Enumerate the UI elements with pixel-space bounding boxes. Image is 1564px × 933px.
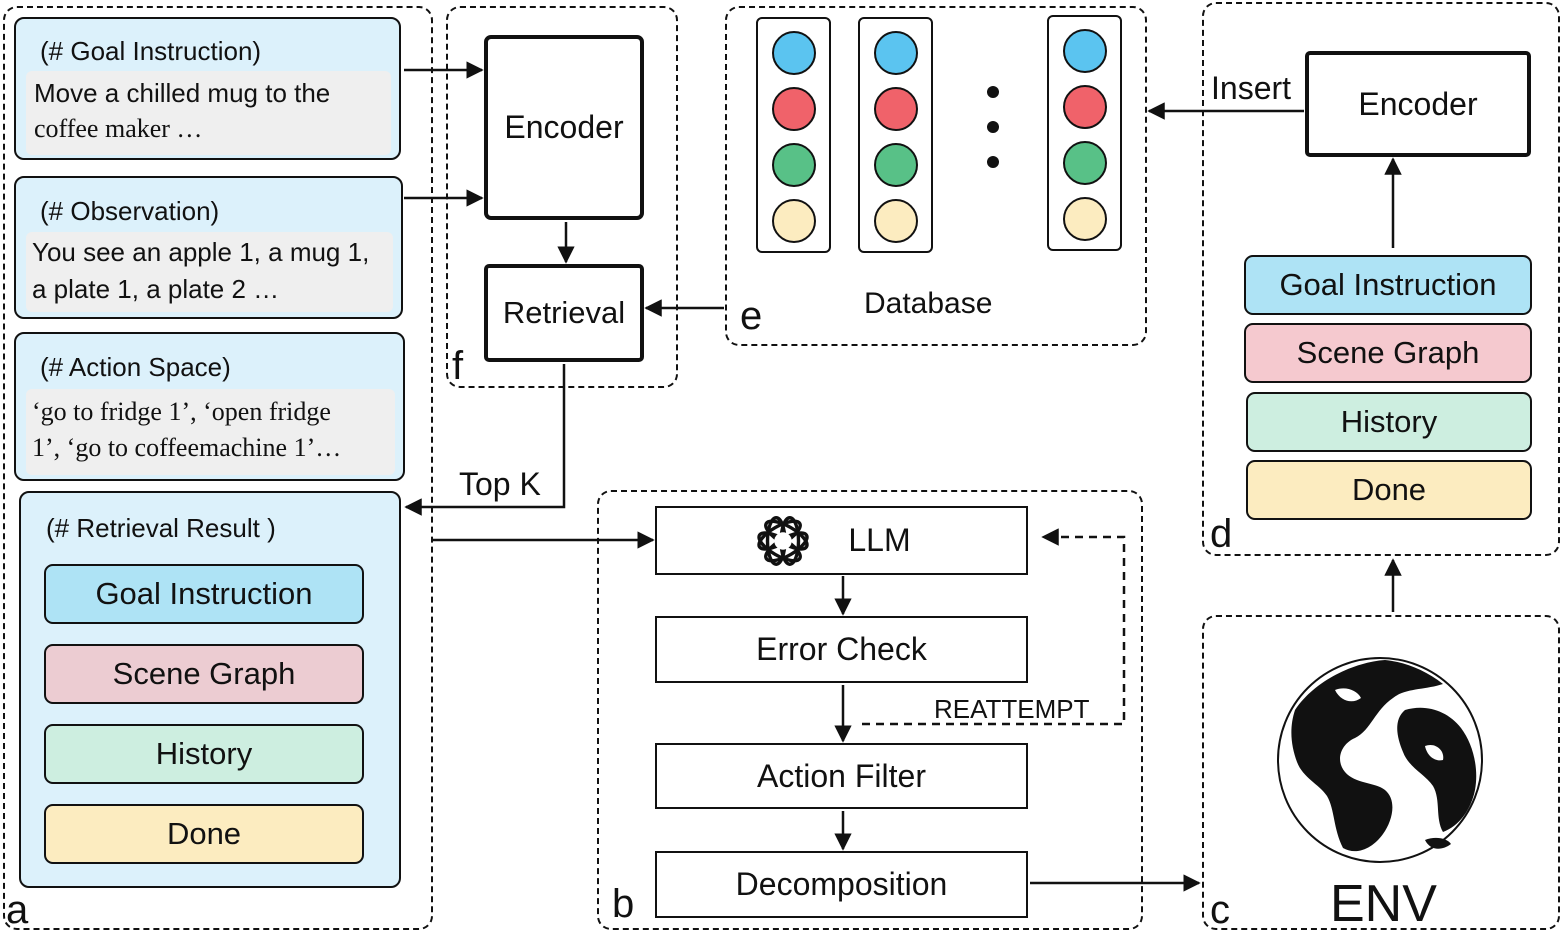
goal-text-line1: Move a chilled mug to the: [34, 78, 331, 108]
panel-f-label: f: [452, 344, 464, 388]
database-column-2: [858, 17, 933, 253]
panel-c-label: c: [1210, 888, 1230, 932]
database-dot: [772, 199, 816, 243]
database-dot: [772, 31, 816, 75]
decomposition-box: Decomposition: [655, 851, 1028, 918]
ellipsis-dot: [987, 121, 999, 133]
encoder-d-box: Encoder: [1305, 51, 1531, 157]
ellipsis-dot: [987, 86, 999, 98]
env-label: ENV: [1330, 875, 1437, 933]
panel-b-label: b: [612, 882, 635, 926]
panel-b: [597, 490, 1143, 930]
retrieval-goal-instruction: Goal Instruction: [44, 564, 364, 624]
action-space-card: (# Action Space) ‘go to fridge 1’, ‘open…: [14, 332, 405, 481]
database-dot: [772, 87, 816, 131]
retrieval-scene-graph: Scene Graph: [44, 644, 364, 704]
database-dot: [1063, 197, 1107, 241]
database-label: Database: [864, 287, 993, 320]
observation-text: You see an apple 1, a mug 1, a plate 1, …: [26, 232, 393, 312]
goal-instruction-card: (# Goal Instruction) Move a chilled mug …: [14, 17, 401, 160]
globe-icon: [1277, 657, 1483, 863]
retrieval-box: Retrieval: [484, 264, 644, 362]
database-dot: [1063, 29, 1107, 73]
database-column-1: [756, 17, 831, 253]
observation-line2: a plate 1, a plate 2 …: [32, 274, 280, 304]
goal-text-line2: coffee maker …: [34, 114, 203, 143]
database-dot: [874, 143, 918, 187]
retrieval-history: History: [44, 724, 364, 784]
memory-scene-graph: Scene Graph: [1244, 323, 1532, 383]
panel-c: [1202, 615, 1560, 930]
database-dot: [874, 199, 918, 243]
panel-e: [725, 6, 1147, 346]
observation-header: (# Observation): [40, 196, 220, 226]
action-space-header: (# Action Space): [40, 352, 231, 382]
database-dot: [874, 87, 918, 131]
database-dot: [772, 143, 816, 187]
goal-instruction-text: Move a chilled mug to the coffee maker …: [26, 71, 391, 155]
memory-done: Done: [1246, 460, 1532, 520]
action-filter-box: Action Filter: [655, 743, 1028, 809]
retrieval-done: Done: [44, 804, 364, 864]
panel-d-label: d: [1210, 512, 1233, 556]
reattempt-label: REATTEMPT: [934, 694, 1090, 724]
goal-instruction-header: (# Goal Instruction): [40, 36, 262, 66]
panel-d: [1202, 2, 1560, 556]
memory-history: History: [1246, 392, 1532, 452]
panel-a: [3, 6, 433, 930]
llm-label: LLM: [848, 522, 911, 558]
database-dot: [1063, 85, 1107, 129]
retrieval-result-header: (# Retrieval Result ): [46, 513, 276, 543]
error-check-box: Error Check: [655, 616, 1028, 683]
retrieval-result-card: (# Retrieval Result ) Goal Instruction S…: [19, 491, 401, 888]
action-space-line1: ‘go to fridge 1’, ‘open fridge: [32, 397, 331, 426]
llm-box: LLM: [655, 506, 1028, 575]
panel-a-label: a: [6, 888, 29, 932]
openai-logo-icon: [757, 515, 810, 566]
database-column-n: [1047, 15, 1122, 251]
observation-line1: You see an apple 1, a mug 1,: [32, 237, 370, 267]
insert-label: Insert: [1211, 70, 1292, 106]
database-dot: [874, 31, 918, 75]
memory-goal-instruction: Goal Instruction: [1244, 255, 1532, 315]
encoder-f-box: Encoder: [484, 35, 644, 220]
panel-e-label: e: [740, 294, 763, 338]
action-space-line2: 1’, ‘go to coffeemachine 1’…: [32, 433, 342, 462]
action-space-text: ‘go to fridge 1’, ‘open fridge 1’, ‘go t…: [26, 389, 395, 475]
top-k-label: Top K: [459, 466, 541, 502]
database-dot: [1063, 141, 1107, 185]
observation-card: (# Observation) You see an apple 1, a mu…: [14, 176, 403, 319]
ellipsis-dot: [987, 156, 999, 168]
